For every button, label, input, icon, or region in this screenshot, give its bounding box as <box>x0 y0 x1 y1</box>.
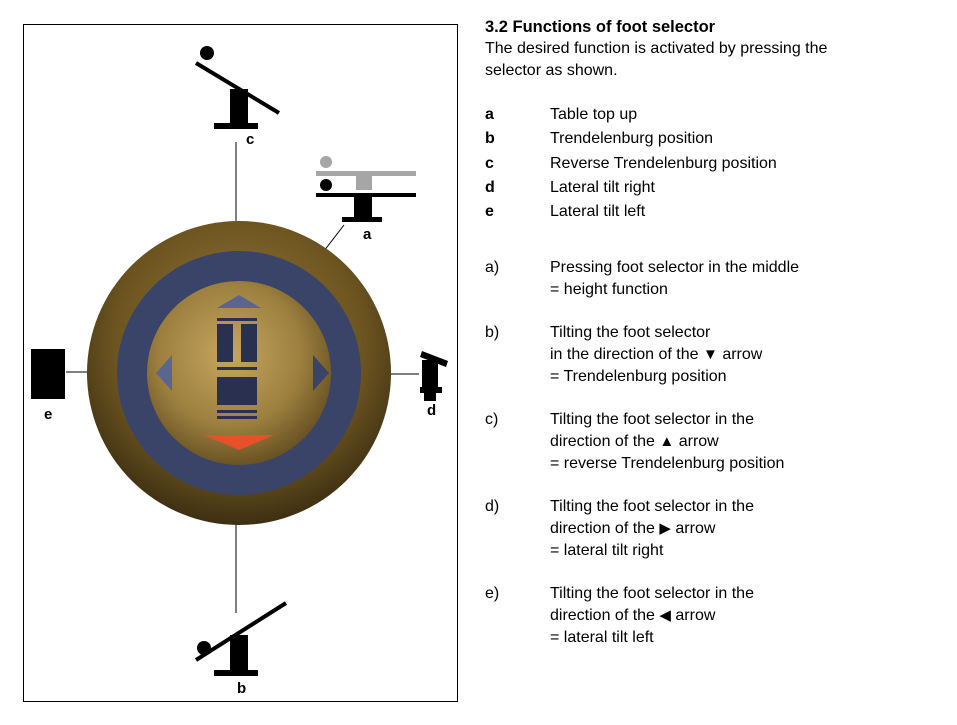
legend-key: e <box>485 203 494 220</box>
legend-label: Lateral tilt left <box>550 203 646 220</box>
legend-label: Table top up <box>550 106 638 123</box>
pedal-right-arrow <box>313 355 329 391</box>
figure-label-a: a <box>363 226 372 243</box>
lateral-tilt-right-icon <box>420 351 448 401</box>
instruction-line: Pressing foot selector in the middle <box>550 259 800 276</box>
legend-key: b <box>485 130 495 147</box>
instruction-key: b) <box>485 324 500 341</box>
instruction-line: direction of the ▶ arrow <box>550 518 715 540</box>
legend-label: Reverse Trendelenburg position <box>550 155 777 172</box>
instruction-text: in the direction of the <box>550 346 699 363</box>
instruction-line: = Trendelenburg position <box>550 368 727 385</box>
instruction-key: c) <box>485 411 499 428</box>
instruction-text: arrow <box>722 346 763 363</box>
instruction-line: Tilting the foot selector <box>550 324 711 341</box>
pedal-up-arrow <box>217 295 261 308</box>
instruction-line: direction of the ◀ arrow <box>550 605 715 627</box>
instruction-text: direction of the <box>550 520 655 537</box>
table-top-up-icon <box>316 156 416 222</box>
instruction-text: arrow <box>678 433 719 450</box>
pedal-left-arrow <box>156 355 172 391</box>
instruction-text: direction of the <box>550 433 655 450</box>
section-heading: 3.2 Functions of foot selector <box>485 18 716 36</box>
reverse-trendelenburg-icon <box>194 46 281 129</box>
instruction-text: arrow <box>675 520 716 537</box>
intro-text-line2: selector as shown. <box>485 62 618 79</box>
instruction-line: in the direction of the ▼ arrow <box>550 344 762 366</box>
instruction-line: Tilting the foot selector in the <box>550 585 754 602</box>
foot-selector-diagram <box>31 46 448 676</box>
instruction-line: Tilting the foot selector in the <box>550 411 754 428</box>
instruction-key: e) <box>485 585 500 602</box>
instruction-line: direction of the ▲ arrow <box>550 431 719 453</box>
up-arrow-icon: ▲ <box>659 433 675 450</box>
instruction-line: = lateral tilt left <box>550 629 654 646</box>
intro-text-line1: The desired function is activated by pre… <box>485 40 828 57</box>
instruction-text: arrow <box>675 607 716 624</box>
instruction-line: = reverse Trendelenburg position <box>550 455 785 472</box>
figure-label-e: e <box>44 406 53 423</box>
trendelenburg-icon <box>194 601 288 676</box>
figure-label-c: c <box>246 131 255 148</box>
legend-key: c <box>485 155 494 172</box>
left-arrow-icon: ◀ <box>659 607 671 624</box>
right-arrow-icon: ▶ <box>659 520 671 537</box>
instruction-line: Tilting the foot selector in the <box>550 498 754 515</box>
down-arrow-icon: ▼ <box>703 346 718 363</box>
instruction-key: a) <box>485 259 500 276</box>
lateral-tilt-left-icon <box>31 349 65 399</box>
instruction-line: = lateral tilt right <box>550 542 664 559</box>
instruction-line: = height function <box>550 281 668 298</box>
foot-selector-figure: c a e d b <box>23 24 458 702</box>
foot-selector-pedal <box>87 221 391 525</box>
figure-label-b: b <box>237 680 247 697</box>
legend-key: d <box>485 179 495 196</box>
figure-label-d: d <box>427 402 437 419</box>
legend-label: Lateral tilt right <box>550 179 655 196</box>
pedal-down-arrow <box>204 435 274 450</box>
instruction-text: direction of the <box>550 607 655 624</box>
instruction-key: d) <box>485 498 500 515</box>
legend-key: a <box>485 106 494 123</box>
legend-label: Trendelenburg position <box>550 130 714 147</box>
